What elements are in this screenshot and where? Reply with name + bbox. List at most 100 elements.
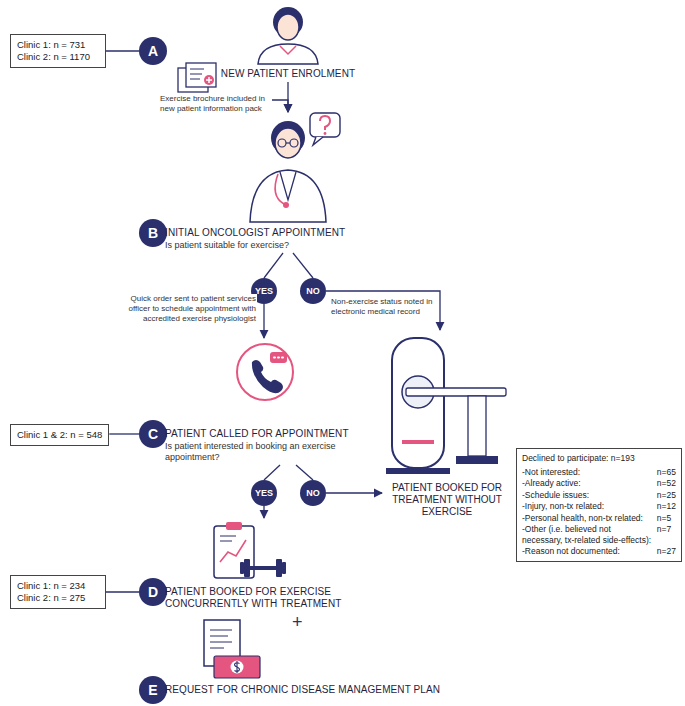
dumbbell-bar xyxy=(246,566,280,570)
flow-connector xyxy=(263,506,264,518)
flow-connector xyxy=(106,50,139,51)
cross xyxy=(206,77,212,83)
oncologist-icon xyxy=(250,113,340,222)
list-cell: -Injury, non-tx related: xyxy=(522,501,653,512)
count-text: Clinic 1: n = 731 xyxy=(17,39,99,51)
treatment-machine-icon xyxy=(386,338,506,474)
clip xyxy=(226,522,242,530)
face xyxy=(277,14,299,40)
step-circle: C xyxy=(139,420,167,448)
flow-connector xyxy=(296,465,313,480)
gantry xyxy=(392,338,444,468)
pedestal xyxy=(468,396,486,456)
brochure-icon xyxy=(178,63,216,92)
speech-bubble xyxy=(310,113,340,137)
patient-icon xyxy=(258,7,318,64)
stethoscope xyxy=(275,174,284,204)
count-text: Clinic 1 & 2: n = 548 xyxy=(17,429,102,441)
step-heading: NEW PATIENT ENROLMENT xyxy=(200,68,376,80)
count-text: Clinic 2: n = 275 xyxy=(17,592,99,604)
process-step: NEW PATIENT ENROLMENT xyxy=(200,2,376,82)
count-box: Clinic 1 & 2: n = 548 xyxy=(10,424,109,446)
list-cell: -Already active: xyxy=(522,478,653,489)
phone-icon xyxy=(237,344,293,400)
circle-label: NO xyxy=(306,287,320,296)
list-cell: n=7 xyxy=(657,524,676,545)
pedestal-base xyxy=(456,456,498,464)
list-cell: -Schedule issues: xyxy=(522,490,653,501)
banknote xyxy=(214,656,260,678)
stethoscope-head xyxy=(283,202,289,208)
chart-line xyxy=(220,540,246,562)
process-step: INITIAL ONCOLOGIST APPOINTMENTIs patient… xyxy=(165,112,415,253)
flow-connector xyxy=(326,492,382,493)
process-step: REQUEST FOR CHRONIC DISEASE MANAGEMENT P… xyxy=(165,616,485,698)
step-heading: INITIAL ONCOLOGIST APPOINTMENT xyxy=(165,227,415,239)
glasses xyxy=(278,139,286,147)
handset xyxy=(252,360,283,393)
circle-label: YES xyxy=(255,489,273,498)
reason-list: Declined to participate: n=193 -Not inter… xyxy=(516,448,682,562)
phone-ring xyxy=(237,344,293,400)
text-lines xyxy=(190,69,204,79)
circle-label: B xyxy=(148,226,158,240)
gantry-base xyxy=(386,468,450,474)
glasses-bridge xyxy=(286,142,290,143)
text-lines xyxy=(220,536,236,541)
dumbbell-weight xyxy=(276,559,282,577)
flow-connector xyxy=(263,304,264,338)
count-box: Clinic 1: n = 731Clinic 2: n = 1170 xyxy=(10,34,106,68)
bubble-tail xyxy=(313,137,323,145)
list-heading: Declined to participate: n=193 xyxy=(522,453,676,464)
dumbbell-weight xyxy=(240,562,244,574)
dumbbell-weight xyxy=(244,559,250,577)
shoulders xyxy=(258,44,318,64)
flow-connector xyxy=(264,253,283,278)
cross-badge xyxy=(204,75,214,85)
list-cell: -Not interested: xyxy=(522,467,653,478)
list-cell: n=5 xyxy=(657,513,676,524)
circle-label: A xyxy=(148,44,158,58)
count-text: Clinic 1: n = 234 xyxy=(17,580,99,592)
count-box: Clinic 1: n = 234Clinic 2: n = 275 xyxy=(10,575,106,609)
list-cell: -Other (i.e. believed not necessary, tx-… xyxy=(522,524,653,545)
step-circle: B xyxy=(139,219,167,247)
plus-sign: + xyxy=(292,612,303,632)
step-question: Is patient interested in booking an exer… xyxy=(165,441,377,463)
invoice-icon xyxy=(204,620,260,678)
list-cell: n=27 xyxy=(657,546,676,557)
exercise-plan-icon xyxy=(214,522,286,578)
step-heading: PATIENT BOOKED FOR TREATMENT WITHOUT EXE… xyxy=(386,482,508,518)
brochure-step: Exercise brochure included in new patien… xyxy=(160,60,272,116)
page xyxy=(186,63,216,87)
collar xyxy=(280,46,296,54)
process-step: PATIENT CALLED FOR APPOINTMENTIs patient… xyxy=(165,338,377,465)
step-heading: PATIENT BOOKED FOR EXERCISE CONCURRENTLY… xyxy=(165,586,365,610)
question-dot xyxy=(324,132,327,135)
dumbbell-weight xyxy=(282,562,286,574)
step-circle: E xyxy=(139,676,167,704)
process-step: PATIENT BOOKED FOR EXERCISE CONCURRENTLY… xyxy=(165,518,365,612)
chat-dots xyxy=(274,357,283,359)
step-question: Is patient suitable for exercise? xyxy=(165,240,415,251)
lapels xyxy=(280,172,296,200)
flow-connector xyxy=(109,433,139,434)
flow-connector xyxy=(264,465,280,480)
circle-label: E xyxy=(148,683,157,697)
decision-circle: NO xyxy=(300,278,326,304)
edge-label: Non-exercise status noted in electronic … xyxy=(330,297,434,317)
currency-symbol xyxy=(235,661,240,673)
process-step: PATIENT BOOKED FOR TREATMENT WITHOUT EXE… xyxy=(382,330,512,520)
list-cell: n=65 xyxy=(657,467,676,478)
edge-label: Quick order sent to patient services off… xyxy=(125,294,257,324)
coin xyxy=(231,661,244,674)
decision-circle: YES xyxy=(251,480,277,506)
circle-label: D xyxy=(148,585,158,599)
list-cell: n=52 xyxy=(657,478,676,489)
count-text: Clinic 2: n = 1170 xyxy=(17,51,99,63)
decision-circle: NO xyxy=(300,480,326,506)
step-circle: A xyxy=(139,37,167,65)
circle-label: NO xyxy=(306,489,320,498)
